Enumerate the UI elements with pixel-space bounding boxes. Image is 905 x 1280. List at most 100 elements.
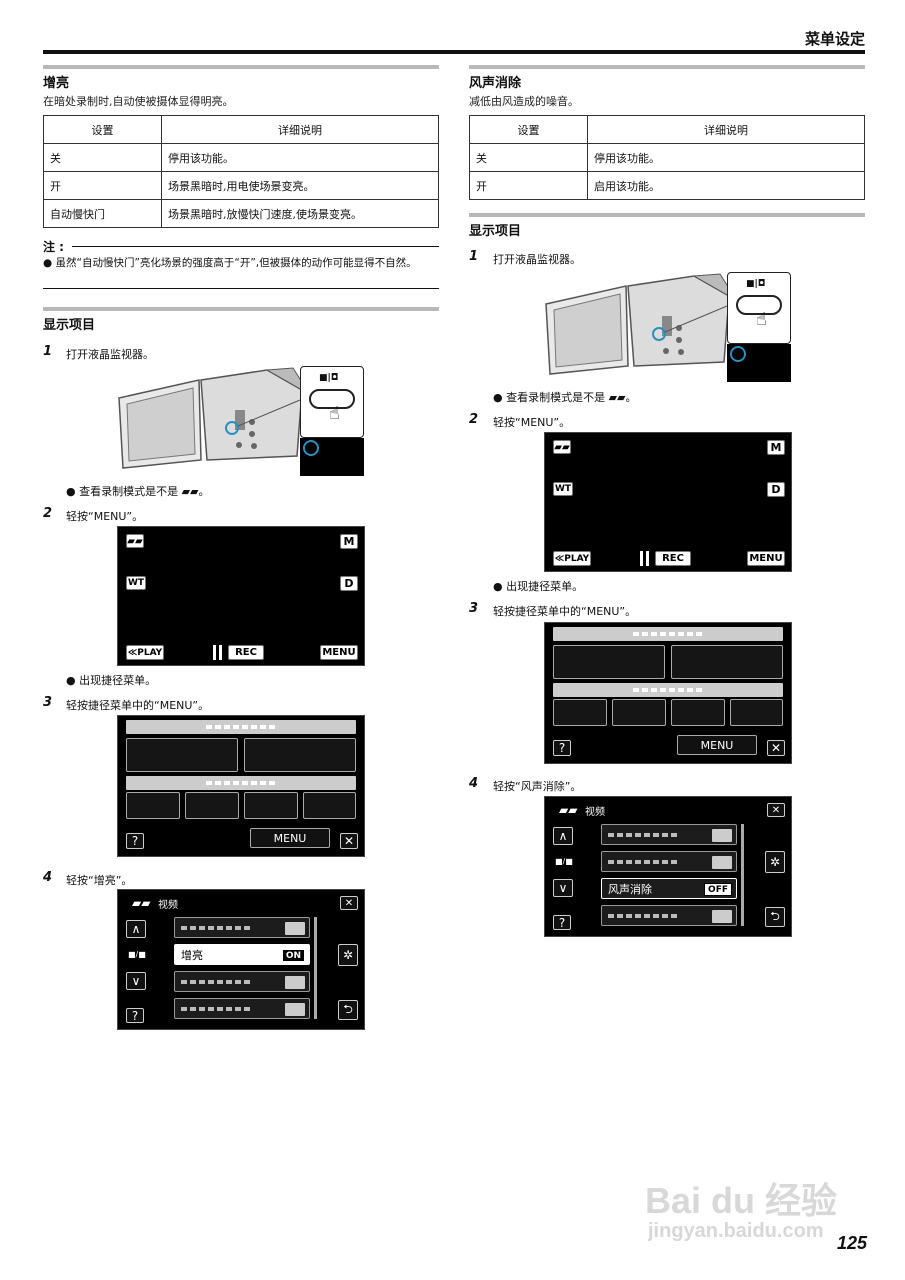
- menu-item[interactable]: [174, 971, 310, 992]
- page-header-title: 菜单设定: [804, 30, 865, 48]
- mode-button-icon: [736, 295, 782, 315]
- video-menu-screen-wind-cut: ▰▰ 视频 ✕ ∧ ■/■ ∨ ? 风声消除 OFF ✲ ⮌: [544, 796, 792, 937]
- table-cell: 场景黑暗时,放慢快门速度,使场景变亮。: [161, 199, 439, 228]
- menu-button[interactable]: MENU: [320, 645, 358, 660]
- d-button[interactable]: D: [767, 482, 785, 497]
- close-icon[interactable]: ✕: [340, 833, 358, 849]
- scroll-up-button[interactable]: ∧: [553, 827, 573, 845]
- back-icon[interactable]: ⮌: [338, 1000, 358, 1020]
- note-label: 注 :: [43, 240, 64, 254]
- gear-icon[interactable]: ✲: [765, 851, 785, 873]
- pause-icon: [219, 645, 222, 660]
- section-bar: [469, 213, 865, 217]
- rec-button[interactable]: REC: [228, 645, 264, 660]
- bullet-shortcut: ● 出现捷径菜单。: [66, 674, 157, 687]
- shortcut-header-bar: [126, 776, 356, 790]
- bullet-check-mode: ● 查看录制模式是不是 ▰▰。: [493, 391, 637, 404]
- m-button[interactable]: M: [767, 440, 785, 455]
- wt-button[interactable]: WT: [553, 482, 573, 496]
- shortcut-menu-screen: ? MENU ✕: [544, 622, 792, 764]
- d-button[interactable]: D: [340, 576, 358, 591]
- close-icon[interactable]: ✕: [767, 803, 785, 817]
- scrollbar[interactable]: [314, 917, 317, 1019]
- table-cell: 开: [43, 171, 162, 200]
- pause-icon: [646, 551, 649, 566]
- menu-button[interactable]: MENU: [747, 551, 785, 566]
- section-title-wind-cut: 风声消除: [469, 76, 522, 91]
- menu-item[interactable]: [174, 998, 310, 1019]
- shortcut-tile[interactable]: [730, 699, 783, 726]
- table-cell: 自动慢快门: [43, 199, 162, 228]
- camera-mode-icon: ■|◘: [746, 279, 766, 289]
- m-button[interactable]: M: [340, 534, 358, 549]
- help-button[interactable]: ?: [553, 740, 571, 756]
- mode-indicator-circle: [303, 440, 319, 456]
- mode-indicator: [727, 344, 791, 382]
- step-number: 3: [43, 695, 53, 710]
- camera-screen-rec: ▰▰ M WT D ≪PLAY REC MENU: [544, 432, 792, 572]
- table-header: 详细说明: [161, 115, 439, 144]
- menu-item-brightness[interactable]: 增亮 ON: [174, 944, 310, 965]
- shortcut-tile[interactable]: [185, 792, 239, 819]
- scroll-down-button[interactable]: ∨: [553, 879, 573, 897]
- section-bar: [43, 65, 439, 69]
- video-mode-icon[interactable]: ▰▰: [126, 534, 144, 548]
- shortcut-tile[interactable]: [126, 738, 238, 772]
- play-button[interactable]: ≪PLAY: [553, 551, 591, 566]
- note-rule: [72, 246, 439, 247]
- pause-icon: [213, 645, 216, 660]
- camera-illustration: ■|◘ ☝: [544, 266, 792, 382]
- shortcut-menu-button[interactable]: MENU: [677, 735, 757, 755]
- shortcut-tile[interactable]: [553, 645, 665, 679]
- video-mode-icon[interactable]: ▰▰: [553, 440, 571, 454]
- watermark-url: jingyan.baidu.com: [648, 1220, 824, 1242]
- scroll-down-button[interactable]: ∨: [126, 972, 146, 990]
- play-button[interactable]: ≪PLAY: [126, 645, 164, 660]
- step-number: 2: [43, 506, 53, 521]
- shortcut-tile[interactable]: [303, 792, 356, 819]
- shortcut-tile[interactable]: [244, 738, 356, 772]
- shortcut-tile[interactable]: [553, 699, 607, 726]
- table-cell: 关: [469, 143, 588, 172]
- menu-item[interactable]: [601, 851, 737, 872]
- gear-icon[interactable]: ✲: [338, 944, 358, 966]
- scroll-up-button[interactable]: ∧: [126, 920, 146, 938]
- settings-table-wind-cut: 设置 详细说明 关停用该功能。 开启用该功能。: [469, 115, 865, 200]
- step-number: 4: [43, 870, 53, 885]
- close-icon[interactable]: ✕: [340, 896, 358, 910]
- page-indicator: ■/■: [128, 950, 146, 959]
- help-button[interactable]: ?: [126, 833, 144, 849]
- note-text: ● 虽然“自动慢快门”亮化场景的强度高于“开”,但被摄体的动作可能显得不自然。: [43, 257, 417, 269]
- menu-item[interactable]: [174, 917, 310, 938]
- close-icon[interactable]: ✕: [767, 740, 785, 756]
- header-rule: [43, 50, 865, 54]
- mode-button-zoom: ■|◘ ☝: [727, 272, 791, 344]
- scrollbar[interactable]: [741, 824, 744, 926]
- help-button[interactable]: ?: [126, 1008, 144, 1023]
- rec-button[interactable]: REC: [655, 551, 691, 566]
- table-cell: 停用该功能。: [161, 143, 439, 172]
- help-button[interactable]: ?: [553, 915, 571, 930]
- menu-item[interactable]: [601, 824, 737, 845]
- menu-item-wind-cut[interactable]: 风声消除 OFF: [601, 878, 737, 899]
- step-text: 轻按“MENU”。: [66, 510, 144, 523]
- mode-indicator: [300, 438, 364, 476]
- pause-icon: [640, 551, 643, 566]
- bullet-check-mode: ● 查看录制模式是不是 ▰▰。: [66, 485, 210, 498]
- shortcut-tile[interactable]: [671, 645, 783, 679]
- step-text: 打开液晶监视器。: [493, 253, 581, 266]
- shortcut-tile[interactable]: [244, 792, 298, 819]
- table-cell: 关: [43, 143, 162, 172]
- shortcut-tile[interactable]: [126, 792, 180, 819]
- step-number: 4: [469, 776, 479, 791]
- shortcut-tile[interactable]: [671, 699, 725, 726]
- step-text: 轻按“风声消除”。: [493, 780, 582, 793]
- step-number: 3: [469, 601, 479, 616]
- wt-button[interactable]: WT: [126, 576, 146, 590]
- shortcut-tile[interactable]: [612, 699, 666, 726]
- back-icon[interactable]: ⮌: [765, 907, 785, 927]
- menu-item[interactable]: [601, 905, 737, 926]
- table-header: 设置: [469, 115, 588, 144]
- step-text: 轻按“MENU”。: [493, 416, 571, 429]
- shortcut-menu-button[interactable]: MENU: [250, 828, 330, 848]
